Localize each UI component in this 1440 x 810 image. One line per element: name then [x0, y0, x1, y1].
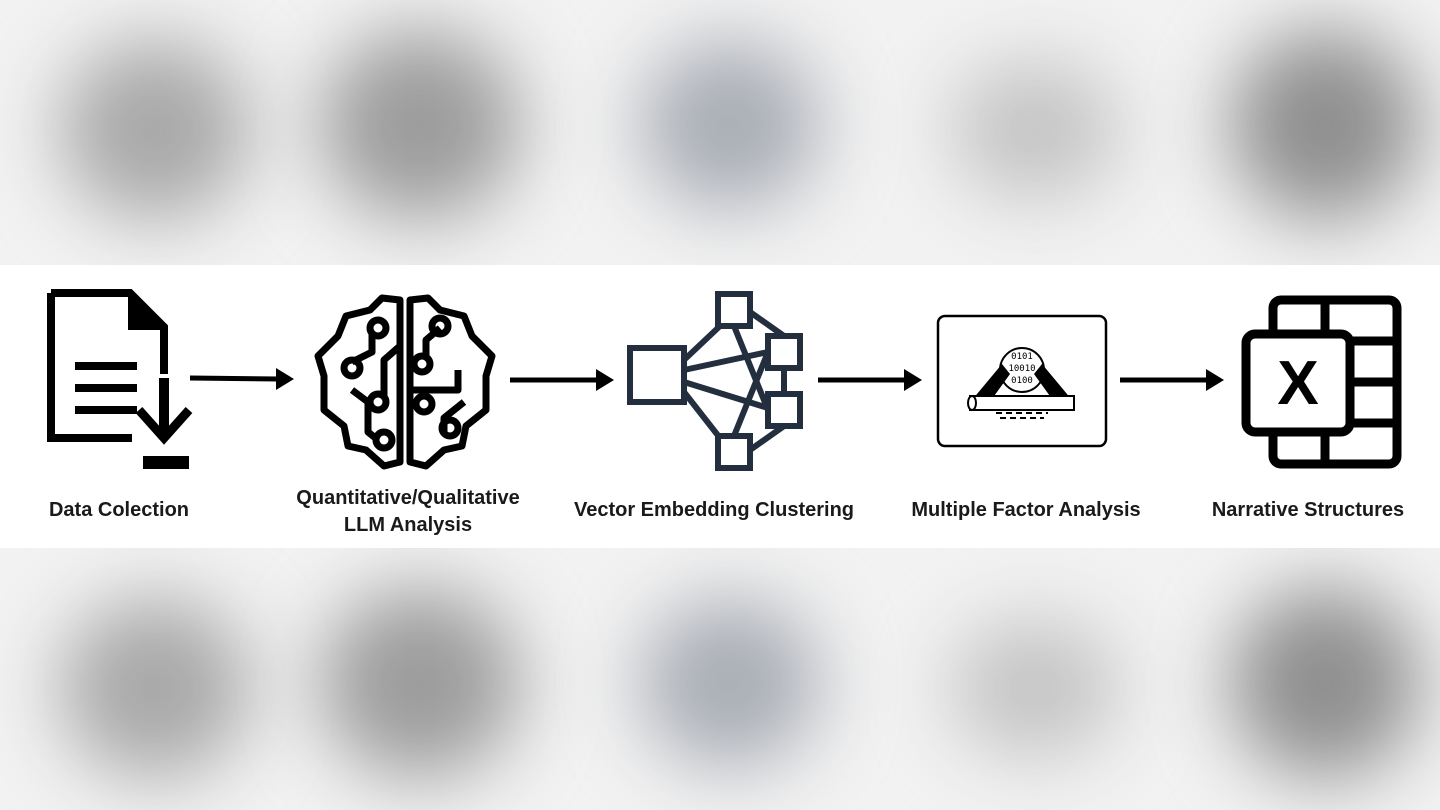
blurred-background-top	[0, 0, 1440, 265]
flow-arrow-2	[510, 369, 614, 391]
step-label-llm-analysis-line-2: LLM Analysis	[343, 514, 473, 536]
binary-data-analysis-icon: 0101 10010 0100	[936, 314, 1108, 448]
excel-x-letter: X	[1277, 349, 1319, 418]
binary-digits-line-2: 10010	[1008, 364, 1036, 374]
binary-digits-line-3: 0100	[1011, 376, 1033, 386]
network-nodes-icon	[627, 291, 803, 471]
step-label-llm-analysis-line-1: Quantitative/Qualitative	[296, 487, 520, 509]
step-label-data-collection: Data Colection	[48, 499, 190, 521]
step-label-narrative-structures: Narrative Structures	[1211, 499, 1405, 521]
document-download-icon	[47, 289, 193, 469]
flow-arrow-4	[1120, 369, 1224, 391]
step-label-vector-clustering: Vector Embedding Clustering	[573, 499, 855, 521]
excel-spreadsheet-icon: X	[1240, 294, 1404, 470]
blurred-background-bottom	[0, 548, 1440, 810]
flow-arrow-3	[818, 369, 922, 391]
step-label-factor-analysis: Multiple Factor Analysis	[911, 499, 1141, 521]
flow-arrow-1	[190, 368, 294, 390]
brain-circuit-icon	[314, 294, 496, 470]
binary-digits-line-1: 0101	[1011, 352, 1033, 362]
